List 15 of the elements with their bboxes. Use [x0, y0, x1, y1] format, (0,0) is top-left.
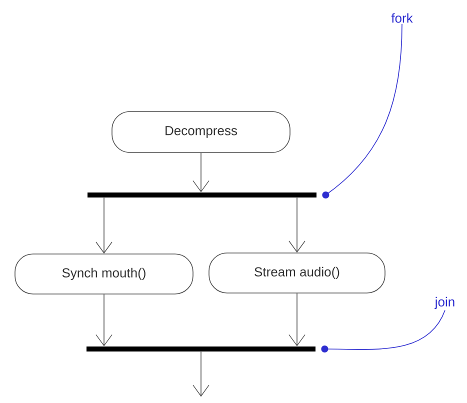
- arrow: [96, 294, 112, 346]
- activity-box: Stream audio(): [208, 252, 386, 294]
- callout-label: fork: [391, 13, 413, 23]
- leader-line: [321, 310, 446, 352]
- activity-box: Decompress: [112, 111, 290, 153]
- leader-line: [322, 24, 402, 198]
- arrow: [192, 351, 210, 397]
- synchronization-bar: [88, 192, 316, 198]
- arrow: [288, 197, 306, 253]
- arrow: [192, 152, 210, 192]
- arrow: [96, 197, 112, 254]
- callout-label: join: [434, 296, 454, 310]
- synchronization-bar: [86, 346, 316, 352]
- arrow: [288, 293, 306, 346]
- activity-box: Synch mouth(): [14, 254, 194, 294]
